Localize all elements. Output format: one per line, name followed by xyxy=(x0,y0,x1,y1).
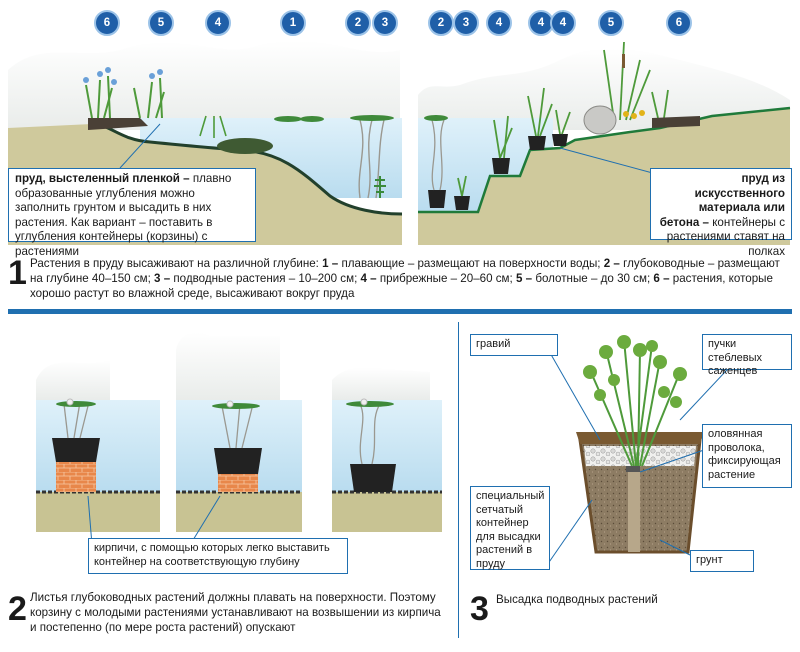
section-2-caption: Листья глубоководных растений должны пла… xyxy=(30,591,441,634)
liner-pond-note: пруд, выстеленный пленкой – плавно образ… xyxy=(8,168,256,258)
bank-plants-left xyxy=(85,75,165,119)
caption-t3: подводные растения – 10–200 см; xyxy=(170,272,361,285)
bricks-label: кирпичи, с помощью которых легко выстави… xyxy=(88,538,348,574)
section-divider xyxy=(8,309,792,314)
concrete-pond-note-text: контейнеры с растениями ставят на полках xyxy=(666,215,785,258)
caption-n1: 1 – xyxy=(322,257,339,270)
caption-t2: глубоководные – размещают на глубине 40–… xyxy=(30,257,780,285)
badge-left-3: 3 xyxy=(372,10,398,36)
badge-right-3: 3 xyxy=(453,10,479,36)
concrete-pond-illustration xyxy=(418,41,791,245)
container-label: специальный сетчатый контейнер для высад… xyxy=(470,486,550,570)
badge-left-1: 1 xyxy=(280,10,306,36)
badge-left-2: 2 xyxy=(345,10,371,36)
section-1-number: 1 xyxy=(8,254,27,292)
badge-left-5: 5 xyxy=(148,10,174,36)
concrete-pond-note: пруд из искусственного материала или бет… xyxy=(650,168,792,258)
badge-left-4: 4 xyxy=(205,10,231,36)
badge-left-6: 6 xyxy=(94,10,120,36)
caption-n3: 3 – xyxy=(154,272,171,285)
section-2-number: 2 xyxy=(8,590,27,628)
badge-right-4a: 4 xyxy=(486,10,512,36)
caption-n5: 5 – xyxy=(515,272,533,285)
badge-right-2: 2 xyxy=(428,10,454,36)
caption-t6: растения, которые хорошо растут во влажн… xyxy=(30,272,773,300)
caption-t4: прибрежные – 20–60 см; xyxy=(376,272,516,285)
brick-stages-illustration xyxy=(36,332,442,546)
badge-right-4c: 4 xyxy=(550,10,576,36)
liner-pond-note-title: пруд, выстеленный пленкой – xyxy=(15,172,190,185)
badge-right-6: 6 xyxy=(666,10,692,36)
section-3-caption: Высадка подводных растений xyxy=(496,593,658,606)
caption-intro: Растения в пруду высаживают на различной… xyxy=(30,257,323,270)
wire-label: оловянная проволока, фиксирующая растени… xyxy=(702,424,792,488)
liner-pond-note-text: плавно образованные углубления можно зап… xyxy=(15,172,232,258)
section-3-number: 3 xyxy=(470,590,489,628)
soil-label: грунт xyxy=(690,550,754,572)
seedlings-label: пучки стеблевых саженцев xyxy=(702,334,792,377)
deepwater-stems-left xyxy=(358,119,385,199)
seedling-bunch xyxy=(589,339,681,467)
section-1-caption: Растения в пруду высаживают на различной… xyxy=(30,256,790,301)
caption-t1: плавающие – размещают на поверхности вод… xyxy=(338,257,604,270)
column-divider xyxy=(458,322,459,638)
plant-containers xyxy=(428,134,568,210)
iris-flowers xyxy=(83,67,163,85)
planting-container-illustration xyxy=(544,335,741,569)
caption-n4: 4 – xyxy=(360,272,377,285)
caption-n2: 2 – xyxy=(603,257,620,270)
caption-t5: болотные – до 30 см; xyxy=(532,272,654,285)
concrete-pond-note-title: пруд из искусственного материала или бет… xyxy=(659,172,785,229)
caption-n6: 6 – xyxy=(653,272,670,285)
gravel-label: гравий xyxy=(470,334,558,356)
badge-right-5: 5 xyxy=(598,10,624,36)
